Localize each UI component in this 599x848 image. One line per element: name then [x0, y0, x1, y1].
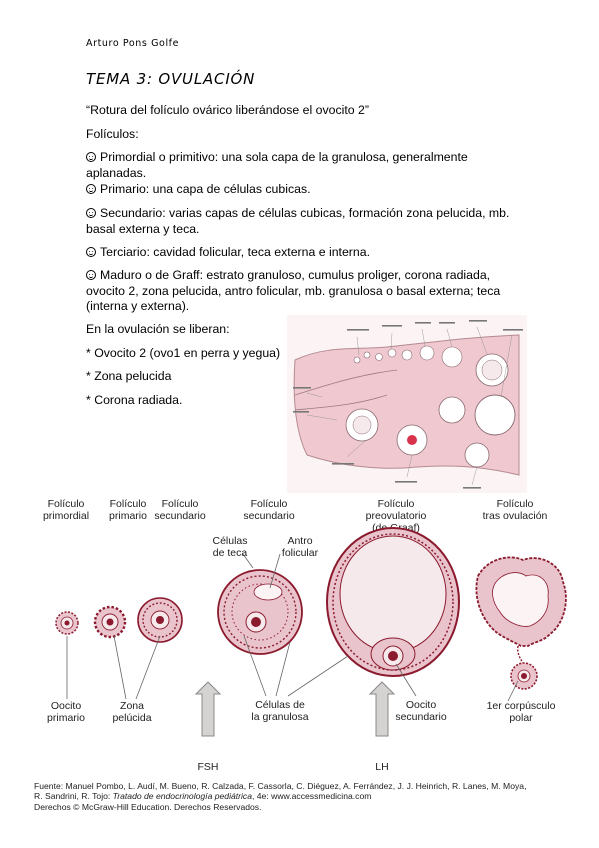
label-zona-pelucida: pelúcida — [112, 712, 151, 724]
label-celulas-teca: de teca — [213, 547, 248, 559]
follicle — [438, 396, 466, 424]
label-celulas-granulosa: Células de — [255, 699, 305, 711]
primary-follicle — [93, 605, 127, 639]
secondary-follicle-late — [217, 569, 303, 655]
secondary-follicle-early — [137, 597, 183, 643]
stage-label: secundario — [243, 510, 295, 522]
graafian-follicle — [474, 394, 516, 436]
hormone-labels: FSH LH — [198, 761, 389, 773]
label-antro-folicular: folicular — [282, 547, 319, 559]
page-title: TEMA 3: OVULACIÓN — [86, 70, 256, 88]
ovary-vessel — [294, 394, 388, 411]
label-corpusculo-polar: 1er corpúsculo — [487, 700, 556, 712]
label-zona-pelucida: Zona — [120, 700, 144, 712]
label-oocito-secundario: Oocito — [406, 699, 437, 711]
stage-label: Folículo — [162, 498, 199, 510]
item-primordial: Primordial o primitivo: una sola capa de… — [86, 150, 468, 180]
definition-text: “Rotura del folículo ovárico liberándose… — [86, 103, 369, 117]
fsh-arrow — [194, 681, 222, 737]
release-heading: En la ovulación se liberan: — [86, 322, 230, 336]
smiley-icon — [86, 184, 96, 194]
label-antro-folicular: Antro — [287, 535, 312, 547]
small-follicles — [353, 345, 463, 368]
stage-label: preovulatorio — [366, 510, 427, 522]
item-secundario: Secundario: varias capas de células cubi… — [86, 206, 510, 236]
ovary-vessel — [294, 369, 398, 396]
antrum-small — [253, 583, 283, 601]
post-ovulation-follicle — [475, 556, 567, 690]
follicle-development-diagram: FolículoprimordialFolículoprimarioFolícu… — [43, 498, 567, 773]
released-zona: * Zona pelucida — [86, 369, 172, 383]
smiley-icon — [86, 208, 96, 218]
label-oocito-primario: Oocito — [51, 700, 82, 712]
item-terciario: Terciario: cavidad folicular, teca exter… — [86, 245, 518, 261]
stage-label: tras ovulación — [483, 510, 548, 522]
stage-label: primario — [109, 510, 147, 522]
smiley-icon — [86, 152, 96, 162]
released-ovocito: * Ovocito 2 (ovo1 en perra y yegua) — [86, 346, 281, 360]
released-corona: * Corona radiada. — [86, 393, 183, 407]
stage-label: Folículo — [251, 498, 288, 510]
ovary-diagram — [287, 315, 527, 493]
stage-label: secundario — [154, 510, 206, 522]
item-graff: Maduro o de Graff: estrato granuloso, cu… — [86, 268, 501, 313]
label-celulas-granulosa: la granulosa — [251, 711, 308, 723]
stage-label: Folículo — [497, 498, 534, 510]
smiley-icon — [86, 247, 96, 257]
source-citation: Fuente: Manuel Pombo, L. Audí, M. Bueno,… — [34, 781, 527, 812]
label-placeholders — [293, 320, 523, 489]
leader-lines — [306, 326, 513, 486]
preovulatory-follicle — [326, 527, 460, 677]
label-oocito-primario: primario — [47, 712, 85, 724]
lh-arrow — [368, 681, 396, 737]
author-header: Arturo Pons Golfe — [86, 38, 180, 49]
stage-label: Folículo — [110, 498, 147, 510]
smiley-icon — [86, 270, 96, 280]
label-corpusculo-polar: polar — [509, 712, 533, 724]
stage-label: primordial — [43, 510, 89, 522]
hormone-fsh: FSH — [198, 761, 219, 773]
hormone-lh: LH — [375, 761, 388, 773]
follicle — [464, 442, 490, 468]
stage-label: Folículo — [378, 498, 415, 510]
primordial-follicle — [55, 611, 79, 635]
antrum-large — [339, 535, 447, 653]
stage-label: Folículo — [48, 498, 85, 510]
folliculos-heading: Folículos: — [86, 127, 139, 141]
item-primario: Primario: una capa de células cubicas. — [86, 182, 518, 198]
stage-labels: FolículoprimordialFolículoprimarioFolícu… — [43, 498, 548, 534]
corpus-hemorrhagicum — [407, 435, 417, 445]
label-oocito-secundario: secundario — [395, 711, 447, 723]
leader-lines — [66, 553, 519, 702]
ovary-stroma — [293, 334, 520, 476]
label-celulas-teca: Células — [212, 535, 247, 547]
